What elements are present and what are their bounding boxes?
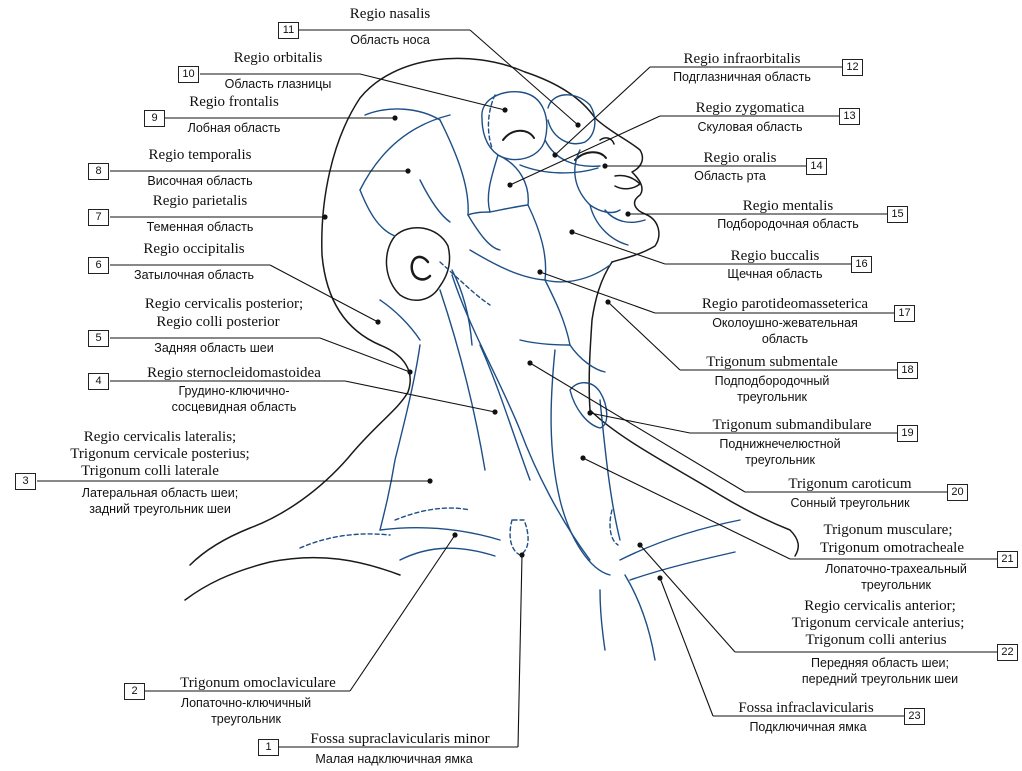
label-7-latin: Regio parietalis <box>153 193 248 210</box>
region-number-11: 11 <box>278 22 299 39</box>
label-7-russian: Теменная область <box>147 220 254 235</box>
label-11-russian: Область носа <box>350 33 430 48</box>
label-10-russian: Область глазницы <box>225 77 332 92</box>
label-4-russian-1: Грудино-ключично- <box>178 384 289 399</box>
label-5-latin-1: Regio cervicalis posterior; <box>145 296 303 313</box>
region-number-12: 12 <box>842 59 863 76</box>
region-number-2: 2 <box>124 683 145 700</box>
label-12-latin: Regio infraorbitalis <box>683 51 800 68</box>
label-22-latin-2: Trigonum cervicale anterius; <box>792 615 965 632</box>
label-22-russian-2: передний треугольник шеи <box>802 672 958 687</box>
label-3-russian-1: Латеральная область шеи; <box>82 486 238 501</box>
label-22-latin-1: Regio cervicalis anterior; <box>804 598 956 615</box>
region-number-22: 22 <box>997 644 1018 661</box>
region-number-3: 3 <box>15 473 36 490</box>
label-23-russian: Подключичная ямка <box>749 720 866 735</box>
region-number-20: 20 <box>947 484 968 501</box>
label-6-russian: Затылочная область <box>134 268 254 283</box>
region-number-13: 13 <box>839 108 860 125</box>
label-8-russian: Височная область <box>147 174 252 189</box>
region-number-16: 16 <box>851 256 872 273</box>
label-4-latin: Regio sternocleidomastoidea <box>147 365 321 382</box>
label-2-russian-1: Лопаточно-ключичный <box>181 696 311 711</box>
region-number-7: 7 <box>88 209 109 226</box>
label-17-latin: Regio parotideomasseterica <box>702 296 868 313</box>
label-12-russian: Подглазничная область <box>673 70 811 85</box>
label-14-latin: Regio oralis <box>704 150 777 167</box>
label-6-latin: Regio occipitalis <box>143 241 244 258</box>
label-3-latin-1: Regio cervicalis lateralis; <box>84 429 236 446</box>
label-2-latin: Trigonum omoclaviculare <box>180 675 336 692</box>
region-number-10: 10 <box>178 66 199 83</box>
region-number-17: 17 <box>894 305 915 322</box>
label-2-russian-2: треугольник <box>211 712 281 727</box>
label-13-latin: Regio zygomatica <box>696 100 805 117</box>
label-21-latin-1: Trigonum musculare; <box>823 522 952 539</box>
label-3-latin-2: Trigonum cervicale posterius; <box>70 446 249 463</box>
label-5-latin-2: Regio colli posterior <box>156 314 279 331</box>
label-18-latin: Trigonum submentale <box>706 354 838 371</box>
label-9-russian: Лобная область <box>188 121 281 136</box>
label-1-russian: Малая надключичная ямка <box>315 752 472 767</box>
region-number-1: 1 <box>258 739 279 756</box>
label-16-latin: Regio buccalis <box>731 248 820 265</box>
region-number-23: 23 <box>904 708 925 725</box>
label-8-latin: Regio temporalis <box>149 147 252 164</box>
label-15-latin: Regio mentalis <box>743 198 833 215</box>
label-17-russian-2: область <box>762 332 808 347</box>
label-21-russian-2: треугольник <box>861 578 931 593</box>
region-number-5: 5 <box>88 330 109 347</box>
label-14-russian: Область рта <box>694 169 766 184</box>
region-number-4: 4 <box>88 373 109 390</box>
label-4-russian-2: сосцевидная область <box>172 400 297 415</box>
label-11-latin: Regio nasalis <box>350 6 430 23</box>
label-16-russian: Щечная область <box>727 267 822 282</box>
label-3-latin-3: Trigonum colli laterale <box>81 463 219 480</box>
label-5-russian: Задняя область шеи <box>154 341 273 356</box>
label-21-latin-2: Trigonum omotracheale <box>820 540 964 557</box>
label-19-latin: Trigonum submandibulare <box>712 417 871 434</box>
label-9-latin: Regio frontalis <box>189 94 279 111</box>
region-number-19: 19 <box>897 425 918 442</box>
label-13-russian: Скуловая область <box>698 120 803 135</box>
label-18-russian-2: треугольник <box>737 390 807 405</box>
region-number-15: 15 <box>887 206 908 223</box>
label-17-russian-1: Околоушно-жевательная <box>712 316 858 331</box>
label-20-russian: Сонный треугольник <box>790 496 909 511</box>
label-3-russian-2: задний треугольник шеи <box>89 502 231 517</box>
label-22-latin-3: Trigonum colli anterius <box>805 632 946 649</box>
label-18-russian-1: Подподбородочный <box>715 374 830 389</box>
region-boundaries <box>300 92 740 660</box>
label-1-latin: Fossa supraclavicularis minor <box>310 731 489 748</box>
region-number-9: 9 <box>144 110 165 127</box>
label-20-latin: Trigonum caroticum <box>788 476 911 493</box>
label-15-russian: Подбородочная область <box>717 217 859 232</box>
region-number-18: 18 <box>897 362 918 379</box>
label-22-russian-1: Передняя область шеи; <box>811 656 949 671</box>
region-number-6: 6 <box>88 257 109 274</box>
label-19-russian-2: треугольник <box>745 453 815 468</box>
region-number-8: 8 <box>88 163 109 180</box>
label-21-russian-1: Лопаточно-трахеальный <box>825 562 967 577</box>
label-23-latin: Fossa infraclavicularis <box>738 700 873 717</box>
label-19-russian-1: Поднижнечелюстной <box>719 437 840 452</box>
region-number-14: 14 <box>806 158 827 175</box>
label-10-latin: Regio orbitalis <box>234 50 323 67</box>
region-number-21: 21 <box>997 551 1018 568</box>
